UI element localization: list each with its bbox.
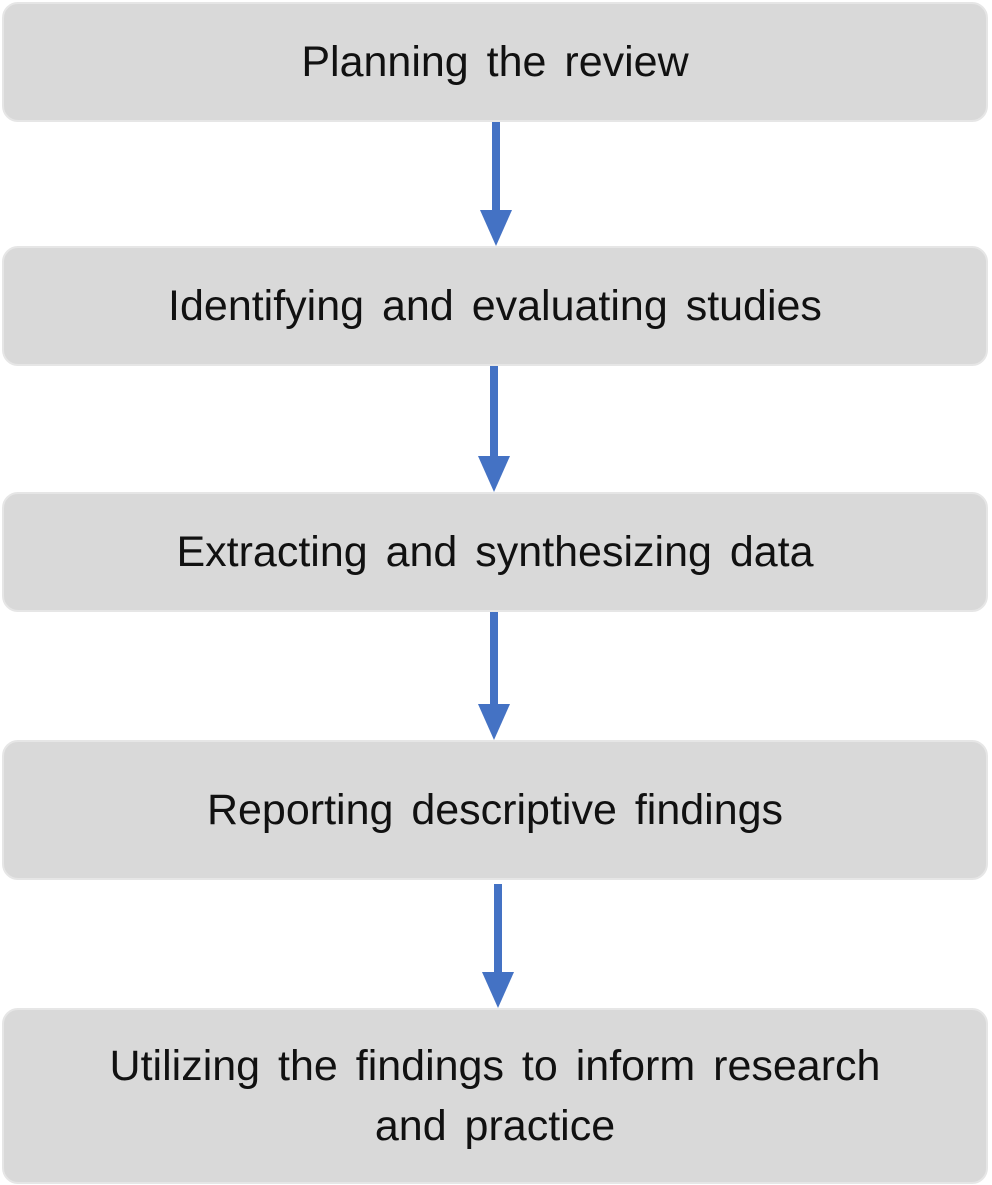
step-label: Identifying and evaluating studies <box>168 281 822 330</box>
step-label: Reporting descriptive findings <box>206 785 784 834</box>
arrow-down-icon <box>480 122 512 246</box>
step-utilizing-findings: Utilizing the findings to inform researc… <box>2 1008 988 1184</box>
step-identifying-evaluating-studies: Identifying and evaluating studies <box>2 246 988 366</box>
step-extracting-synthesizing-data: Extracting and synthesizing data <box>2 492 988 612</box>
step-label: Extracting and synthesizing data <box>176 527 814 576</box>
step-reporting-descriptive-findings: Reporting descriptive findings <box>2 740 988 880</box>
step-label: Planning the review <box>301 37 689 86</box>
step-label: Utilizing the findings to inform researc… <box>109 1041 881 1150</box>
arrow-down-icon <box>482 884 514 1008</box>
arrow-down-icon <box>478 612 510 740</box>
arrow-down-icon <box>478 366 510 492</box>
step-planning-review: Planning the review <box>2 2 988 122</box>
